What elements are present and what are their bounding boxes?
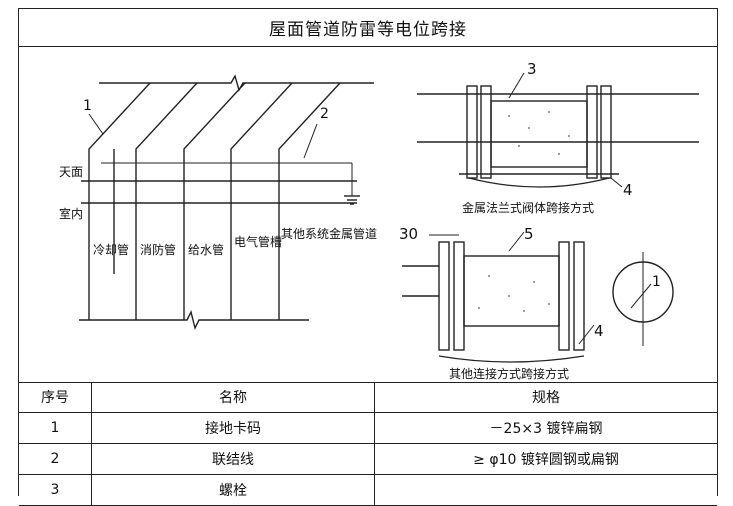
cell-spec: ≥ φ10 镀锌圆钢或扁钢 bbox=[374, 443, 717, 475]
cell-spec: －25×3 镀锌扁钢 bbox=[374, 412, 717, 444]
left-callout-1: 1 bbox=[83, 98, 92, 114]
other-callout-4: 4 bbox=[594, 322, 604, 340]
cell-no: 3 bbox=[19, 474, 92, 506]
header-name: 名称 bbox=[91, 382, 375, 413]
pipe-label-fire: 消防管 bbox=[140, 242, 176, 257]
pipe-label-cooling: 冷却管 bbox=[93, 242, 129, 257]
other-callout-1: 1 bbox=[652, 274, 661, 290]
label-roof: 天面 bbox=[59, 165, 83, 179]
cell-name: 螺栓 bbox=[91, 474, 375, 506]
other-connection-figure bbox=[402, 231, 674, 363]
table-header-row: 序号 名称 规格 bbox=[19, 382, 717, 413]
flange-caption: 金属法兰式阀体跨接方式 bbox=[462, 200, 594, 215]
pipe-cooling bbox=[88, 82, 151, 320]
table-row: 2 联结线 ≥ φ10 镀锌圆钢或扁钢 bbox=[19, 443, 717, 475]
pipe-other bbox=[278, 82, 341, 320]
figure-area: 天面 室内 1 2 冷却管 消防管 给水管 电气管槽 其他系统金属管道 3 4 … bbox=[19, 46, 717, 383]
spec-table: 序号 名称 规格 1 接地卡码 －25×3 镀锌扁钢 2 联结线 ≥ φ10 镀… bbox=[19, 382, 717, 506]
callout-2-leader bbox=[303, 123, 318, 159]
label-indoor: 室内 bbox=[59, 206, 83, 221]
drawing-sheet: 屋面管道防雷等电位跨接 bbox=[18, 8, 718, 506]
cell-name: 接地卡码 bbox=[91, 412, 375, 444]
table-row: 1 接地卡码 －25×3 镀锌扁钢 bbox=[19, 412, 717, 444]
pipe-water bbox=[183, 82, 246, 320]
pipe-label-electric: 电气管槽 bbox=[234, 234, 282, 249]
cell-no: 2 bbox=[19, 443, 92, 475]
flange-callout-4: 4 bbox=[623, 181, 633, 199]
pipe-fire bbox=[135, 82, 198, 320]
flange-callout-3: 3 bbox=[527, 60, 537, 78]
callout-1-leader bbox=[88, 113, 104, 135]
other-callout-5: 5 bbox=[524, 225, 534, 243]
header-spec: 规格 bbox=[374, 382, 717, 413]
hatch-dots bbox=[478, 111, 570, 312]
pipe-label-other: 其他系统金属管道 bbox=[281, 226, 377, 241]
flange-valve-figure bbox=[417, 72, 699, 188]
top-break-line bbox=[99, 74, 374, 92]
left-callout-2: 2 bbox=[320, 106, 329, 122]
pipe-electric bbox=[230, 82, 293, 320]
cell-name: 联结线 bbox=[91, 443, 375, 475]
other-caption: 其他连接方式跨接方式 bbox=[449, 366, 569, 381]
bonding-diagram: 天面 室内 1 2 冷却管 消防管 给水管 电气管槽 其他系统金属管道 3 4 … bbox=[59, 60, 699, 381]
table-row: 3 螺栓 bbox=[19, 474, 717, 506]
pipe-label-water: 给水管 bbox=[188, 242, 224, 257]
cell-no: 1 bbox=[19, 412, 92, 444]
drawing-title: 屋面管道防雷等电位跨接 bbox=[19, 9, 717, 47]
dimension-30: 30 bbox=[399, 225, 418, 243]
cell-spec bbox=[374, 474, 717, 506]
header-no: 序号 bbox=[19, 382, 92, 413]
bottom-break-line bbox=[79, 309, 309, 331]
